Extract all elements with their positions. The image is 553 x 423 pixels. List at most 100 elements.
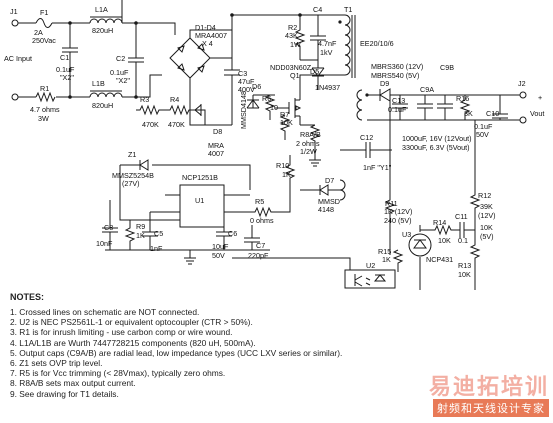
c9-value2: 3300uF, 6.3V (5Vout) — [402, 143, 470, 152]
r1-value: 4.7 ohms — [30, 105, 60, 114]
r1-ref: R1 — [40, 84, 49, 93]
note-item: 2. U2 is NEC PS2561L-1 or equivalent opt… — [10, 317, 253, 328]
r12-value3: 10K — [480, 223, 493, 232]
d5-ref: D5 — [310, 67, 319, 76]
r13-ref: R13 — [458, 261, 471, 270]
r5-value: 0 ohms — [250, 216, 274, 225]
d5-part: 1N4937 — [315, 83, 340, 92]
u1-ref: U1 — [195, 196, 204, 205]
q1-ref: Q1 — [290, 71, 300, 80]
note-item: 8. R8A/B sets max output current. — [10, 378, 136, 389]
fuse-symbol — [35, 18, 53, 28]
r5-ref: R5 — [255, 197, 264, 206]
note-item: 9. See drawing for T1 details. — [10, 388, 119, 399]
c13-value: 0.1uF — [388, 105, 407, 114]
c9a-ref: C9A — [420, 85, 434, 94]
mosfet-section: Q1 NDD03N60Z D6 MMSD4148 R6 10 R7 10K R8… — [239, 63, 321, 167]
z1-part: MMSZ5254B — [112, 171, 154, 180]
watermark-subtitle: 射频和天线设计专家 — [433, 399, 549, 417]
c6-ref: C6 — [228, 229, 237, 238]
r3-ref: R3 — [140, 95, 149, 104]
j1-terminal-top — [11, 19, 19, 27]
j2-label: J2 — [518, 79, 526, 88]
bridge-qty: X 4 — [202, 39, 213, 48]
r4-ref: R4 — [170, 95, 179, 104]
r6-value: 10 — [270, 103, 278, 112]
bridge-ref: D1-D4 — [195, 23, 216, 32]
z1-volt: (27V) — [122, 179, 140, 188]
r6-ref: R6 — [262, 94, 271, 103]
u3-ref: U3 — [402, 230, 411, 239]
r2-power: 1W — [290, 40, 301, 49]
r2-value: 43K — [285, 31, 298, 40]
d8-part1: MRA — [208, 141, 224, 150]
c1-ref: C1 — [60, 53, 69, 62]
r13-value: 10K — [458, 270, 471, 279]
watermark: 易迪拓培训 射频和天线设计专家 — [399, 369, 549, 419]
d7-part2: 4148 — [318, 205, 334, 214]
bridge-part: MRA4007 — [195, 31, 227, 40]
u3-outline — [408, 233, 432, 257]
fuse-rating: 250Vac — [32, 36, 56, 45]
l1b-ref: L1B — [92, 79, 105, 88]
r11-value2: 240 (5V) — [384, 216, 412, 225]
r15-ref: R15 — [378, 247, 391, 256]
r9-value: 1K — [136, 231, 145, 240]
r8-power: 1/2W — [300, 147, 317, 156]
u2-ref: U2 — [366, 261, 375, 270]
l1b-value: 820uH — [92, 101, 113, 110]
c3-ref: C3 — [238, 69, 247, 78]
d7-ref: D7 — [325, 176, 334, 185]
d6-ref: D6 — [252, 82, 261, 91]
c1-note: "X2" — [60, 73, 74, 82]
q1-part: NDD03N60Z — [270, 63, 312, 72]
watermark-title: 易迪拓培训 — [428, 375, 549, 400]
j1-terminal-bottom — [11, 93, 19, 101]
output-section: D9 MBRS360 (12V) MBRS540 (5V) C13 0.1uF … — [367, 62, 544, 152]
c11-ref: C11 — [455, 212, 468, 221]
c5-ref: C5 — [154, 229, 163, 238]
r12-ref: R12 — [478, 191, 491, 200]
c4-ref: C4 — [313, 5, 322, 14]
c9-value1: 1000uF, 16V (12Vout) — [402, 134, 472, 143]
note-item: 1. Crossed lines on schematic are NOT co… — [10, 307, 200, 317]
c3-value: 47uF — [238, 77, 255, 86]
r11-ref: R11 — [385, 199, 398, 208]
d9-part1: MBRS360 (12V) — [371, 62, 423, 71]
c2-value: 0.1uF — [110, 68, 129, 77]
d9-part2: MBRS540 (5V) — [371, 71, 419, 80]
c13-ref: C13 — [392, 96, 405, 105]
notes-list: 1. Crossed lines on schematic are NOT co… — [10, 307, 430, 399]
d7-part1: MMSD — [318, 197, 340, 206]
r12-value4: (5V) — [480, 232, 494, 241]
transformer-t1: T1 EE20/10/6 — [299, 5, 394, 201]
note-item: 7. R5 is for Vcc trimming (< 28Vmax), ty… — [10, 368, 226, 379]
note-item: 6. Z1 sets OVP trip level. — [10, 358, 103, 369]
l1a-ref: L1A — [95, 5, 108, 14]
r15-value: 1K — [382, 255, 391, 264]
c8-value: 10nF — [96, 239, 113, 248]
r12-value1: 39K — [480, 202, 493, 211]
l1a-inductor — [89, 18, 123, 24]
r10-value: 1K — [282, 170, 291, 179]
c4-value: 4.7nF — [318, 39, 337, 48]
ycap-section: C12 1nF "Y1" — [340, 133, 392, 172]
c6-value: 10uF — [212, 242, 229, 251]
c5-value: 1nF — [150, 244, 163, 253]
r11-value1: 1K (12V) — [384, 207, 412, 216]
r14-ref: R14 — [433, 218, 446, 227]
controller-section: Z1 MMSZ5254B (27V) NCP1251B U1 R5 0 ohms… — [96, 150, 291, 265]
ac-input-label: AC Input — [4, 54, 32, 63]
ac-input-section: J1 AC Input F1 2A 250Vac L1A 820uH C1 0.… — [4, 0, 176, 123]
fuse-ref: F1 — [40, 8, 48, 17]
c9b-ref: C9B — [440, 63, 454, 72]
u1-part: NCP1251B — [182, 173, 218, 182]
r7-value: 10K — [280, 118, 293, 127]
u3-part: NCP431 — [426, 255, 453, 264]
vout-label: Vout — [530, 109, 544, 118]
feedback-section: R11 1K (12V) 240 (5V) R12 39K (12V) 10K … — [232, 95, 496, 290]
l1b-inductor — [89, 92, 123, 98]
schematic-diagram: J1 AC Input F1 2A 250Vac L1A 820uH C1 0.… — [4, 0, 544, 290]
aux-section: R10 1K D7 MMSD 4148 — [276, 155, 340, 214]
fuse-value: 2A — [34, 28, 43, 37]
